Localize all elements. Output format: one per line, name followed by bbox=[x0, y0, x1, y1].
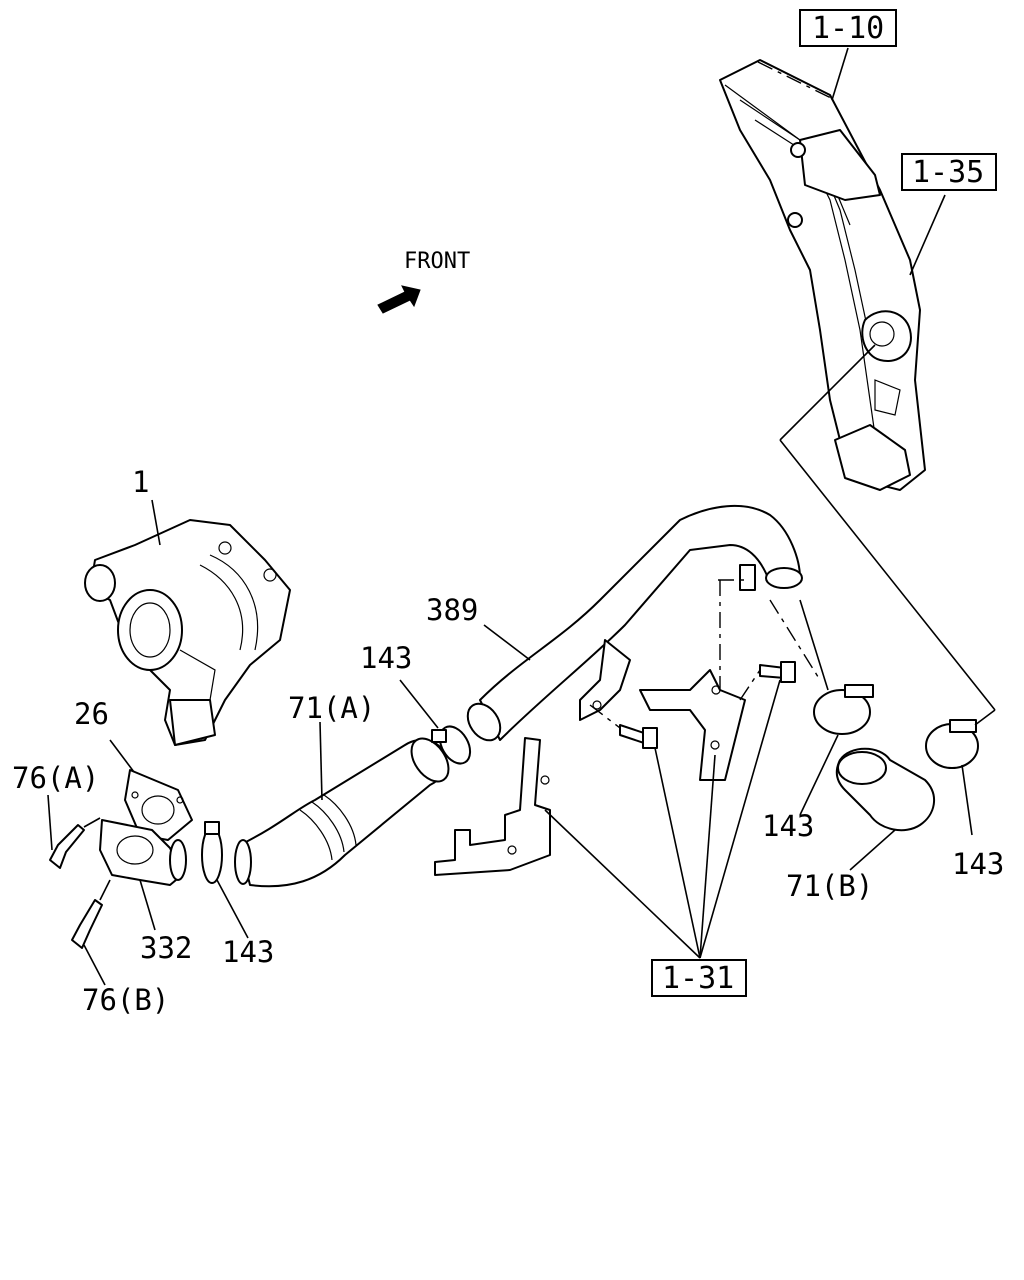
bolt-bracket-2 bbox=[759, 661, 796, 683]
part-label-26: 26 bbox=[74, 697, 109, 731]
part-label-143-right: 143 bbox=[762, 809, 814, 843]
ref-box-1-10[interactable]: 1-10 bbox=[799, 9, 897, 47]
hose-71b bbox=[835, 747, 935, 832]
part-label-76b: 76(B) bbox=[82, 983, 169, 1017]
part-label-332: 332 bbox=[140, 931, 192, 965]
part-label-71a: 71(A) bbox=[288, 691, 375, 725]
ref-1-10-text: 1-10 bbox=[812, 11, 884, 46]
clamp-143-top bbox=[431, 725, 472, 765]
part-label-389: 389 bbox=[426, 593, 478, 627]
bolt-bracket-1 bbox=[619, 724, 658, 749]
ref-box-1-35[interactable]: 1-35 bbox=[901, 153, 997, 191]
part-label-76a: 76(A) bbox=[12, 761, 99, 795]
bracket-left bbox=[434, 737, 551, 876]
ref-1-35-text: 1-35 bbox=[912, 155, 984, 190]
front-label: FRONT bbox=[404, 249, 470, 274]
front-arrow-icon bbox=[377, 285, 421, 314]
part-label-143-top: 143 bbox=[360, 641, 412, 675]
outlet-pipe-389 bbox=[466, 504, 803, 742]
chassis-frame bbox=[719, 59, 926, 491]
clamp-143-right bbox=[813, 684, 874, 735]
part-label-1: 1 bbox=[132, 465, 149, 499]
turbocharger bbox=[84, 519, 291, 746]
clamp-143-mid bbox=[201, 821, 223, 884]
bracket-mid bbox=[579, 639, 631, 721]
ref-1-31-text: 1-31 bbox=[662, 961, 734, 996]
bracket-right bbox=[639, 669, 746, 781]
part-label-143-mid: 143 bbox=[222, 935, 274, 969]
bolt-76a bbox=[49, 817, 101, 869]
clamp-143-far bbox=[925, 719, 979, 769]
part-label-143-far: 143 bbox=[952, 847, 1004, 881]
flange-332 bbox=[99, 819, 187, 886]
gasket-26 bbox=[124, 769, 193, 841]
bolt-76b bbox=[71, 879, 111, 949]
part-label-71b: 71(B) bbox=[786, 869, 873, 903]
ref-box-1-31[interactable]: 1-31 bbox=[651, 959, 747, 997]
hose-71a bbox=[234, 737, 450, 888]
